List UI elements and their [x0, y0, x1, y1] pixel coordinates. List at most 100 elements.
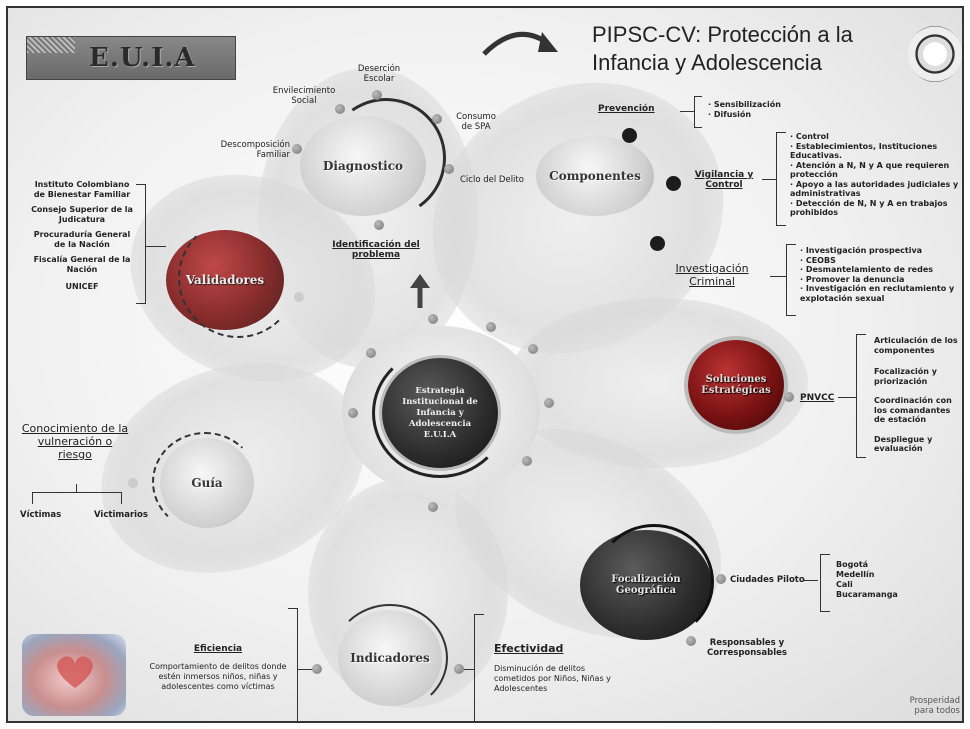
- investigacion-item: CEOBS: [800, 256, 962, 266]
- vigilancia-item: Establecimientos, Instituciones Educativ…: [790, 142, 962, 161]
- prevencion-label: Prevención: [598, 104, 655, 114]
- diagnostico-bubble: Diagnostico: [300, 116, 426, 216]
- investigacion-item: Investigación en reclutamiento y explota…: [800, 284, 962, 303]
- investigacion-item: Investigación prospectiva: [800, 246, 962, 256]
- ciclo-delito-text: Ciclo del Delito: [460, 175, 524, 185]
- vigilancia-item: Detección de N, N y A en trabajos prohib…: [790, 199, 962, 218]
- efectividad-label: Efectividad: [494, 642, 564, 655]
- pnvcc-label: PNVCC: [800, 393, 835, 403]
- diagram-canvas: E.U.I.A PIPSC-CV: Protección a la Infanc…: [6, 6, 964, 723]
- victimas-label: Víctimas: [20, 510, 62, 520]
- center-node: [428, 502, 438, 512]
- investigacion-item: Promover la denuncia: [800, 275, 962, 285]
- envilecimiento-text: Envilecimiento Social: [272, 86, 336, 106]
- validadores-list: Instituto Colombiano de Bienestar Famili…: [28, 180, 136, 292]
- guia-node: [128, 478, 138, 488]
- ciudad-item: Medellín: [836, 570, 875, 579]
- soluciones-item: Focalización y priorización: [874, 367, 937, 386]
- ciudades-list: Bogotá Medellín Cali Bucaramanga: [836, 560, 898, 600]
- center-node: [348, 408, 358, 418]
- ciudad-item: Bucaramanga: [836, 590, 898, 599]
- eficiencia-desc: Comportamiento de delitos donde estén in…: [149, 662, 287, 691]
- validadores-arc: [178, 218, 298, 338]
- vigilancia-item: Control: [790, 132, 962, 142]
- validadores-item: Fiscalía General de la Nación: [33, 255, 131, 274]
- soluciones-item: Articulación de los componentes: [874, 336, 958, 355]
- desercion-escolar-text: Deserción Escolar: [357, 64, 401, 84]
- investigacion-node: [650, 236, 665, 251]
- guia-tree: [32, 492, 122, 504]
- soluciones-bubble: Soluciones Estratégicas: [688, 340, 784, 430]
- page-title-line1: PIPSC-CV: Protección a la: [592, 22, 853, 47]
- prevencion-node: [622, 128, 637, 143]
- ciudades-label: Ciudades Piloto: [730, 575, 805, 585]
- logo-text: E.U.I.A: [89, 43, 196, 73]
- vigilancia-node: [666, 176, 681, 191]
- center-node: [486, 322, 496, 332]
- ciudad-item: Cali: [836, 580, 853, 589]
- soluciones-item: Despliegue y evaluación: [874, 434, 933, 454]
- validadores-item: Consejo Superior de la Judicatura: [31, 205, 133, 224]
- validadores-item: Procuraduría General de la Nación: [33, 230, 131, 249]
- soluciones-list: Articulación de los componentes Focaliza…: [874, 336, 962, 454]
- center-node: [544, 398, 554, 408]
- curved-arrow-icon: [482, 31, 558, 56]
- vigilancia-label: Vigilancia y Control: [694, 170, 754, 190]
- center-node: [428, 314, 438, 324]
- center-node: [528, 344, 538, 354]
- consumo-text: Consumo de SPA: [456, 112, 496, 132]
- descomposicion-text: Descomposición Familiar: [220, 140, 290, 160]
- center-node: [366, 348, 376, 358]
- prevencion-item: Difusión: [708, 110, 781, 120]
- responsables-node: [686, 636, 696, 646]
- up-arrow-icon: [410, 274, 430, 308]
- efectividad-node: [454, 664, 464, 674]
- center-node: [522, 456, 532, 466]
- validadores-brace: [136, 184, 146, 304]
- efectividad-brace: [474, 614, 484, 721]
- descomposicion-node: [292, 144, 302, 154]
- eficiencia-label: Eficiencia: [193, 644, 243, 654]
- prevencion-list: Sensibilización Difusión: [708, 100, 781, 119]
- validadores-node: [294, 292, 304, 302]
- pnvcc-node: [784, 392, 794, 402]
- validadores-item: UNICEF: [65, 282, 99, 291]
- focalizacion-arc: [594, 524, 714, 640]
- soluciones-brace: [856, 334, 866, 458]
- prevencion-brace: [694, 96, 702, 128]
- desercion-node: [372, 90, 382, 100]
- identificacion-node: [374, 220, 384, 230]
- soluciones-label: Soluciones Estratégicas: [701, 374, 771, 396]
- vigilancia-item: Apoyo a las autoridades judiciales y adm…: [790, 180, 962, 199]
- center-arc: [372, 348, 508, 478]
- identificacion-link[interactable]: Identificación del problema: [332, 240, 420, 260]
- vigilancia-item: Atención a N, N y A que requieren protec…: [790, 161, 962, 180]
- ciudad-item: Bogotá: [836, 560, 869, 569]
- componentes-bubble: Componentes: [536, 136, 654, 216]
- eficiencia-node: [312, 664, 322, 674]
- logo-badge: E.U.I.A: [26, 36, 236, 80]
- validadores-item: Instituto Colombiano de Bienestar Famili…: [33, 180, 131, 199]
- conocimiento-label: Conocimiento de la vulneración o riesgo: [21, 422, 129, 461]
- victimarios-label: Victimarios: [94, 510, 148, 520]
- ciudades-node: [716, 574, 726, 584]
- vigilancia-list: Control Establecimientos, Instituciones …: [790, 132, 962, 218]
- page-title-line2: Infancia y Adolescencia: [592, 50, 822, 75]
- envilecimiento-node: [335, 104, 345, 114]
- eficiencia-brace: [288, 608, 298, 721]
- ciudades-brace: [820, 554, 830, 612]
- consumo-node: [432, 114, 442, 124]
- componentes-label: Componentes: [549, 169, 641, 183]
- guia-arc: [152, 432, 258, 532]
- investigacion-label: Investigación Criminal: [675, 262, 749, 288]
- prevencion-item: Sensibilización: [708, 100, 781, 110]
- vigilancia-brace: [776, 132, 786, 226]
- investigacion-list: Investigación prospectiva CEOBS Desmante…: [800, 246, 962, 303]
- investigacion-item: Desmantelamiento de redes: [800, 265, 962, 275]
- investigacion-brace: [786, 244, 796, 316]
- efectividad-desc: Disminución de delitos cometidos por Niñ…: [494, 664, 611, 693]
- indicadores-arc: [332, 604, 448, 712]
- slogan-text: Prosperidad para todos: [909, 696, 960, 716]
- responsables-label: Responsables y Corresponsables: [707, 638, 787, 658]
- soluciones-item: Coordinación con los comandantes de esta…: [874, 396, 952, 424]
